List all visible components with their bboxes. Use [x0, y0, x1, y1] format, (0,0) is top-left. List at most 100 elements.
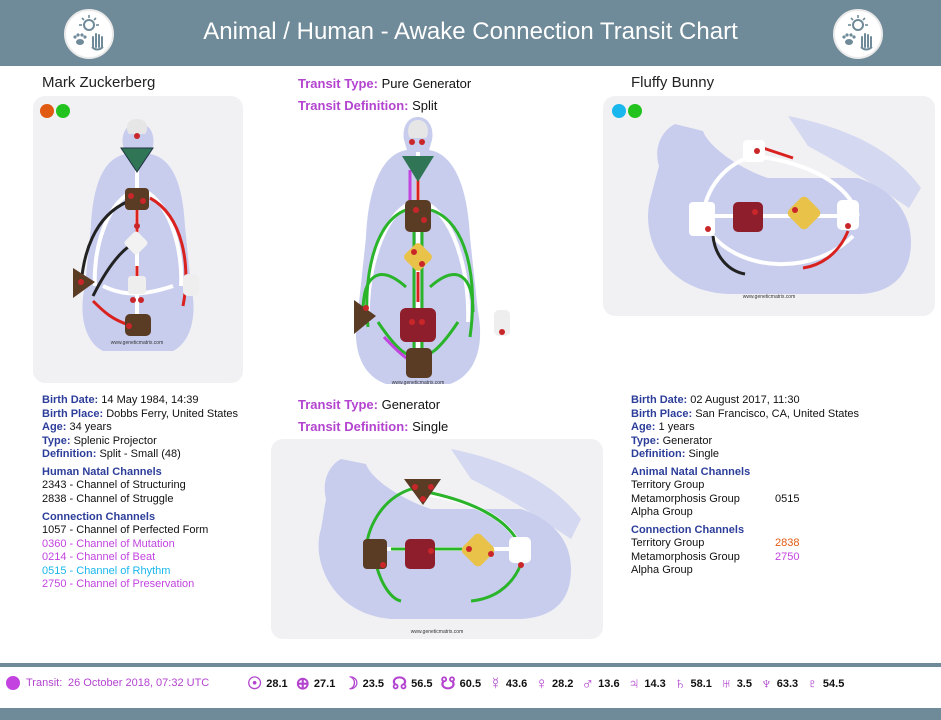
logo-sun-paw-hand-icon: [64, 9, 114, 59]
planet-item: ♂13.6: [581, 674, 619, 694]
animal-birth-date: 02 August 2017, 11:30: [690, 394, 800, 406]
north-node-icon: ☊: [392, 674, 408, 693]
human-natal-channels-heading: Human Natal Channels: [42, 466, 162, 478]
human-natal-channels-list: 2343 - Channel of Structuring 2838 - Cha…: [42, 479, 186, 506]
planet-value: 63.3: [776, 678, 799, 690]
animal-definition: Single: [688, 448, 720, 460]
green-dot-icon: [56, 104, 70, 118]
transit-definition-human: Transit Definition: Split: [298, 98, 438, 113]
person-connection-channels-list: 1057 - Channel of Perfected Form 0360 - …: [42, 524, 208, 592]
south-node-icon: ☋: [440, 674, 456, 693]
person-definition: Split - Small (48): [99, 448, 181, 460]
list-item: Territory Group: [631, 479, 705, 491]
list-item: 0214 - Channel of Beat: [42, 551, 156, 563]
planet-item: ♃14.3: [628, 674, 666, 694]
cyan-dot-icon: [612, 104, 626, 118]
transit-bar: Transit: 26 October 2018, 07:32 UTC ☉28.…: [0, 672, 941, 696]
animal-type: Generator: [662, 434, 713, 447]
planet-item: ♅3.5: [720, 674, 752, 694]
planet-value: 23.5: [362, 678, 385, 690]
transit-human-bodygraph[interactable]: www.geneticmatrix.com: [318, 112, 518, 392]
person-birth-place: Dobbs Ferry, United States: [106, 407, 239, 420]
person-bodygraph-panel[interactable]: www.geneticmatrix.com: [33, 96, 243, 383]
earth-icon: ⊕: [295, 674, 310, 693]
planet-value: 60.5: [459, 678, 482, 690]
mercury-icon: ☿: [489, 674, 502, 693]
watermark-text: www.geneticmatrix.com: [411, 629, 464, 635]
planet-item: ☉28.1: [247, 674, 288, 694]
moon-icon: ☽: [343, 674, 359, 693]
planet-value: 3.5: [736, 678, 752, 690]
list-item: 2838 - Channel of Struggle: [42, 492, 174, 505]
planet-value: 56.5: [411, 678, 433, 690]
animal-chart: www.geneticmatrix.com: [648, 116, 921, 300]
venus-icon: ♀: [535, 674, 548, 693]
planet-item: ♆63.3: [760, 674, 798, 694]
footer-bar: [0, 708, 941, 720]
animal-connection-channels-heading: Connection Channels: [631, 524, 745, 536]
uranus-icon: ♅: [719, 674, 733, 693]
list-item: Alpha Group: [631, 564, 693, 576]
watermark-text: www.geneticmatrix.com: [743, 294, 796, 300]
transit-dot-icon: [6, 676, 20, 690]
logo-sun-paw-hand-icon: [833, 9, 883, 59]
neptune-icon: ♆: [759, 674, 773, 693]
header-bar: Animal / Human - Awake Connection Transi…: [0, 0, 941, 66]
animal-age: 1 years: [658, 421, 695, 433]
person-birth-date: 14 May 1984, 14:39: [101, 394, 199, 406]
planet-item: ☊56.5: [392, 674, 433, 694]
planet-value: 28.1: [266, 678, 288, 690]
green-dot-icon: [628, 104, 642, 118]
orange-dot-icon: [40, 104, 54, 118]
person-bodygraph: www.geneticmatrix.com: [73, 119, 199, 351]
animal-name: Fluffy Bunny: [631, 74, 715, 91]
planet-item: ♄58.1: [674, 674, 712, 694]
planet-item: ☋60.5: [441, 674, 482, 694]
planet-value: 14.3: [644, 678, 666, 690]
saturn-icon: ♄: [673, 674, 687, 693]
pluto-icon: ♇: [806, 674, 819, 693]
page-title: Animal / Human - Awake Connection Transi…: [203, 18, 738, 45]
planet-item: ☽23.5: [343, 674, 384, 694]
person-age: 34 years: [69, 421, 112, 433]
list-item: 1057 - Channel of Perfected Form: [42, 524, 209, 536]
transit-type-human: Transit Type: Pure Generator: [298, 76, 472, 91]
person-details: Birth Date: 14 May 1984, 14:39 Birth Pla…: [42, 394, 239, 460]
planet-value: 54.5: [822, 678, 845, 690]
transit-animal-chart: www.geneticmatrix.com: [318, 449, 581, 635]
planet-value: 58.1: [690, 678, 712, 690]
planet-item: ♀ 28.2: [535, 674, 573, 694]
animal-birth-place: San Francisco, CA, United States: [695, 407, 860, 420]
transit-type-animal: Transit Type: Generator: [298, 397, 441, 412]
planet-value: 28.2: [552, 678, 574, 690]
animal-chart-panel[interactable]: www.geneticmatrix.com: [603, 96, 935, 316]
transit-date: 26 October 2018, 07:32 UTC: [68, 677, 210, 689]
list-item: 2750 - Channel of Preservation: [42, 578, 195, 590]
jupiter-icon: ♃: [627, 674, 641, 693]
sun-icon: ☉: [247, 674, 263, 693]
person-name: Mark Zuckerberg: [42, 74, 156, 91]
transit-label: Transit:: [26, 677, 63, 689]
mars-icon: ♂: [581, 674, 595, 693]
list-item: 2343 - Channel of Structuring: [42, 479, 186, 491]
animal-natal-channels-heading: Animal Natal Channels: [631, 466, 751, 478]
footer-divider: [0, 663, 941, 667]
planet-value: 27.1: [313, 678, 336, 690]
planet-positions: ☉28.1 ⊕27.1 ☽23.5 ☊56.5 ☋60.5 ☿43.6 ♀ 28.2 ♂13.6…: [247, 674, 852, 694]
person-connection-channels-heading: Connection Channels: [42, 511, 156, 523]
list-item: 0515 - Channel of Rhythm: [42, 564, 171, 577]
planet-value: 13.6: [598, 678, 620, 690]
list-item: Alpha Group: [631, 506, 693, 518]
list-item: 0360 - Channel of Mutation: [42, 537, 175, 550]
planet-item: ♇54.5: [806, 674, 844, 694]
person-type: Splenic Projector: [73, 434, 157, 447]
animal-details: Birth Date: 02 August 2017, 11:30 Birth …: [631, 394, 860, 460]
planet-value: 43.6: [505, 678, 528, 690]
watermark-text: www.geneticmatrix.com: [111, 340, 164, 346]
transit-animal-chart-panel[interactable]: www.geneticmatrix.com: [271, 439, 603, 639]
planet-item: ☿43.6: [489, 674, 527, 694]
